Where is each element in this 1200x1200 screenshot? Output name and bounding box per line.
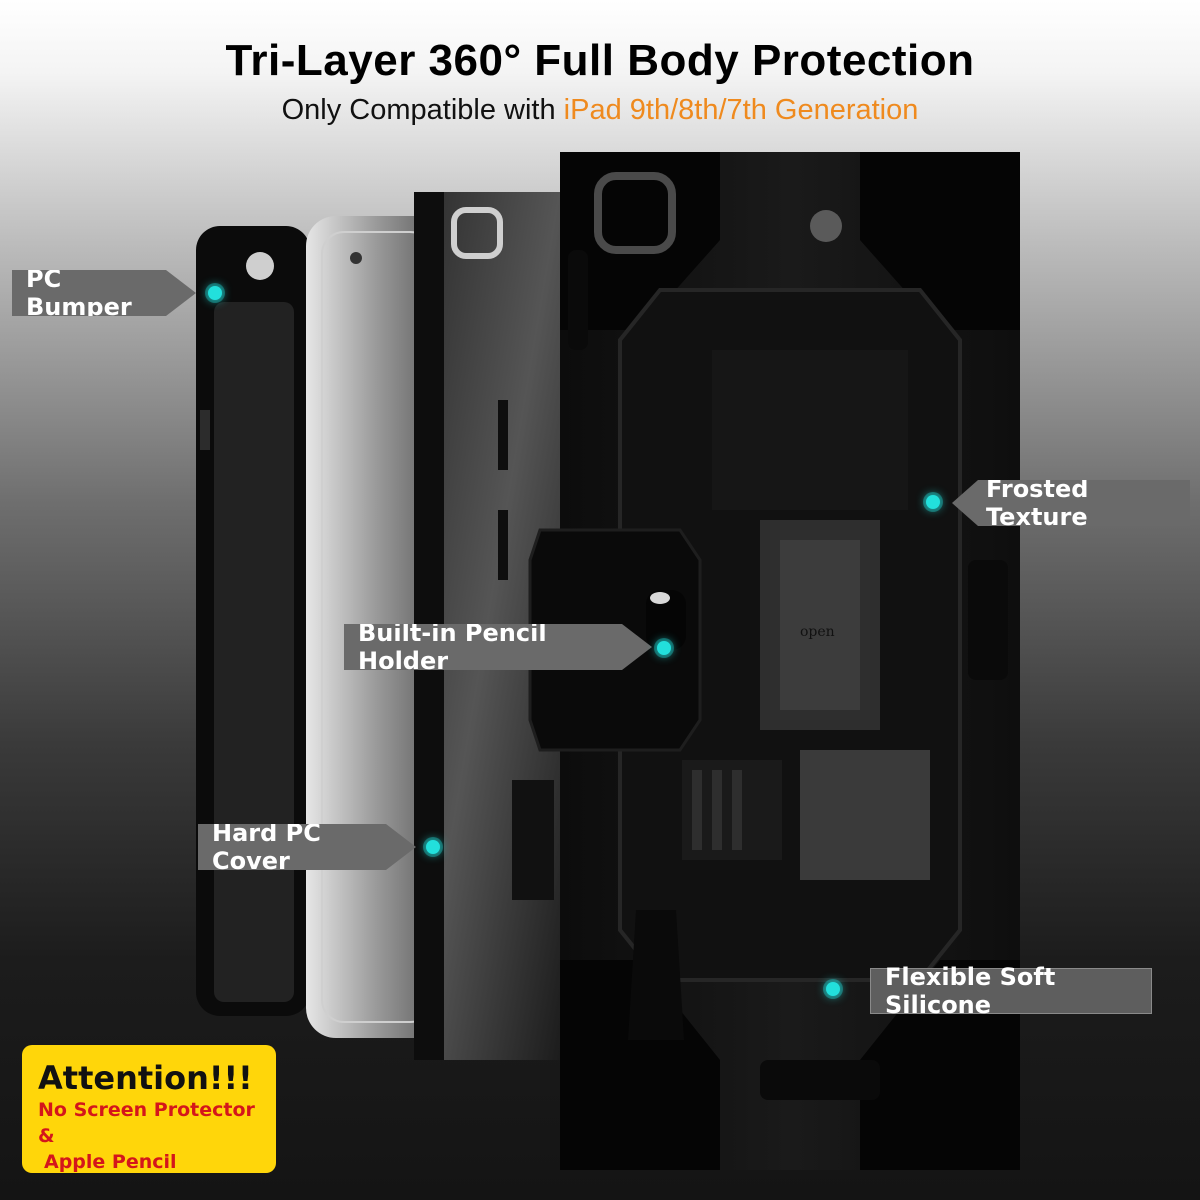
callout-frosted-texture: Frosted Texture: [952, 480, 1190, 526]
marker-pc-bumper: [208, 286, 222, 300]
callout-frosted-texture-label: Frosted Texture: [986, 475, 1089, 531]
callout-pencil-holder: Built-in Pencil Holder: [344, 624, 652, 670]
callout-soft-silicone: Flexible Soft Silicone: [870, 963, 1152, 1019]
callout-hard-pc-cover: Hard PC Cover: [198, 824, 416, 870]
callout-pencil-holder-label: Built-in Pencil Holder: [358, 619, 547, 675]
page-title: Tri-Layer 360° Full Body Protection: [225, 36, 975, 85]
attention-line-1: No Screen Protector &: [38, 1099, 255, 1147]
marker-soft-silicone: [826, 982, 840, 996]
callout-pc-bumper-label: PC Bumper: [26, 265, 132, 321]
attention-heading: Attention!!!: [38, 1059, 253, 1097]
attention-notice: Attention!!! No Screen Protector & Apple…: [22, 1045, 276, 1173]
pc-bumper-layer: [196, 226, 310, 1016]
stand-hint-label: open: [800, 624, 835, 640]
marker-hard-pc-cover: [426, 840, 440, 854]
marker-frosted-texture: [926, 495, 940, 509]
callout-hard-pc-cover-label: Hard PC Cover: [212, 819, 321, 875]
marker-pencil-holder: [657, 641, 671, 655]
page-subtitle: Only Compatible with iPad 9th/8th/7th Ge…: [0, 94, 1200, 127]
subtitle-model: iPad 9th/8th/7th Generation: [563, 94, 919, 126]
attention-line-2: Apple Pencil: [44, 1151, 177, 1173]
silicone-case-layer: open: [528, 152, 1020, 1170]
subtitle-prefix: Only Compatible with: [281, 94, 564, 126]
callout-soft-silicone-label: Flexible Soft Silicone: [885, 963, 1056, 1019]
callout-pc-bumper: PC Bumper: [12, 270, 196, 316]
